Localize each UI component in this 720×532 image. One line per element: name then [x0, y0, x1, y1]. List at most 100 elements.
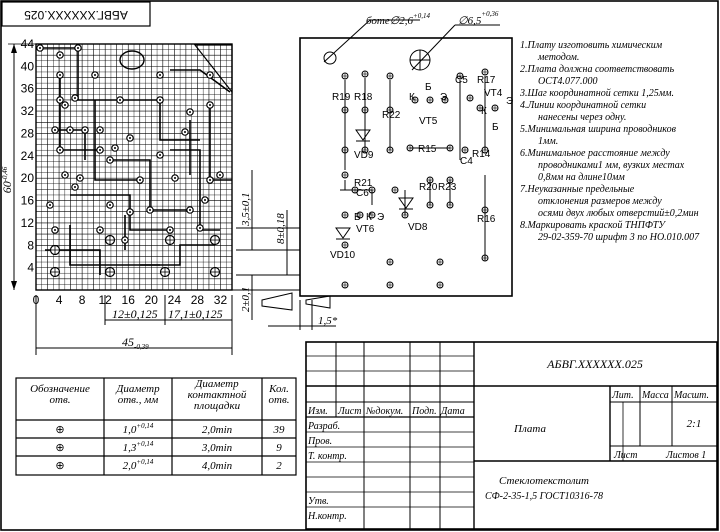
board-thickness — [261, 292, 336, 330]
note-line: 5.Минимальная ширина проводников — [520, 124, 677, 135]
x-tick-label: 4 — [56, 293, 63, 307]
note-line: проводниками1 мм, вузких местах — [538, 160, 685, 171]
component-ref-label: VD10 — [330, 250, 355, 261]
col-list: Лист — [337, 406, 361, 417]
table-cell-qty: 9 — [276, 442, 282, 454]
row-prov: Пров. — [307, 436, 332, 447]
component-ref-label: R20 — [419, 182, 438, 193]
dim-bottom — [35, 295, 233, 355]
component-ref-label: R15 — [418, 144, 437, 155]
table-header-cell: отв. — [50, 394, 71, 406]
title-block — [305, 341, 718, 530]
note-line: осями двух любых отверстий±0,2мин — [538, 208, 699, 219]
component-ref-label: Э — [440, 92, 447, 103]
component-ref-label: VD9 — [354, 150, 374, 161]
note-line: 1мм. — [538, 136, 558, 147]
table-header-cell: Обозначение — [30, 383, 90, 395]
technical-notes: 1.Плату изготовить химическимметодом.2.П… — [519, 40, 700, 243]
dim-3-5-text: 3,5±0,1 — [240, 192, 252, 227]
table-header-cell: Диаметр — [115, 383, 160, 395]
table-cell-diameter: 2,0+0,14 — [123, 458, 154, 472]
pcb-holes — [36, 44, 224, 278]
component-ref-label: R16 — [477, 214, 496, 225]
y-tick-label: 4 — [27, 261, 34, 275]
component-ref-label: К — [366, 212, 372, 223]
component-ref-label: R14 — [472, 149, 491, 160]
note-line: методом. — [537, 52, 579, 63]
component-ref-label: К — [481, 106, 487, 117]
material-line-2: СФ-2-35-1,5 ГОСТ10316-78 — [485, 491, 603, 502]
component-ref-label: R23 — [438, 182, 457, 193]
hole2-callout: ∅6,5+0,36 — [458, 10, 499, 27]
table-cell-pad: 2,0min — [202, 424, 233, 436]
sheet-label: Лист — [613, 450, 637, 461]
col-ndoc: №докум. — [365, 406, 403, 417]
y-tick-label: 28 — [21, 126, 35, 140]
note-line: ОСТ4.077.000 — [538, 76, 597, 87]
y-tick-label: 24 — [21, 149, 35, 163]
table-header-cell: Кол. — [268, 383, 289, 395]
note-line: отклонения размеров между — [538, 196, 662, 207]
hole1-callout: боте∅2,6+0,14 — [366, 12, 431, 27]
component-ref-label: VT5 — [419, 116, 438, 127]
y-tick-label: 16 — [21, 194, 35, 208]
component-ref-label: VT6 — [356, 224, 375, 235]
component-ref-label: Э — [506, 96, 513, 107]
component-ref-label: C5 — [455, 75, 468, 86]
x-tick-label: 16 — [122, 293, 136, 307]
note-line: 2.Плата должна соответствовать — [520, 64, 675, 75]
component-ref-label: VT4 — [484, 88, 503, 99]
note-line: 7.Неуказанные предельные — [520, 184, 635, 195]
component-board-outline — [299, 37, 513, 297]
note-line: 4.Линии координатной сетки — [520, 100, 646, 111]
note-line: 8.Маркировать краской ТНПФТУ — [520, 220, 666, 231]
y-tick-label: 20 — [21, 171, 35, 185]
massa-label: Масса — [641, 390, 669, 401]
component-ref-label: Б — [492, 122, 499, 133]
table-header-cell: контактной — [188, 389, 247, 401]
table-cell-diameter: 1,0+0,14 — [123, 422, 154, 436]
component-ref-label: R18 — [354, 92, 373, 103]
table-header-cell: Диаметр — [194, 378, 239, 390]
col-podp: Подп. — [411, 406, 437, 417]
part-name: Плата — [513, 423, 546, 435]
note-line: нанесены через одну. — [538, 112, 626, 123]
component-ref-label: C4 — [460, 156, 473, 167]
component-ref-label: Э — [377, 212, 384, 223]
dim-right — [232, 170, 300, 320]
dim-height: 60-0,46 — [0, 43, 40, 290]
pcb-outline — [35, 43, 233, 291]
note-line: 29-02-359-70 шрифт 3 по НО.010.007 — [538, 232, 700, 243]
hole-symbol: ⊕ — [55, 424, 64, 436]
table-cell-qty: 2 — [276, 460, 282, 472]
dim-height-text: 60-0,46 — [0, 166, 14, 193]
dim-2-text: 2±0,1 — [240, 287, 252, 312]
hole-symbol: ⊕ — [55, 442, 64, 454]
x-tick-label: 28 — [191, 293, 205, 307]
pcb-grid — [35, 43, 233, 291]
component-ref-label: VD8 — [408, 222, 428, 233]
note-line: 0,8мм на длине10мм — [538, 172, 625, 183]
dim-17-text: 17,1±0,125 — [168, 307, 223, 321]
x-tick-label: 32 — [214, 293, 228, 307]
note-line: 1.Плату изготовить химическим — [520, 40, 663, 51]
pcb-corner-cut — [193, 44, 233, 94]
component-ref-label: R17 — [477, 75, 496, 86]
component-ref-label: К — [409, 92, 415, 103]
pcb-mount-hole — [119, 50, 145, 70]
lit-label: Лит. — [611, 390, 634, 401]
holes-table — [15, 377, 297, 476]
y-tick-label: 32 — [21, 104, 35, 118]
component-ref-label: Б — [425, 82, 432, 93]
title-doc-code: АБВГ.XXXXXX.025 — [546, 357, 643, 371]
row-nkontr: Н.контр. — [307, 511, 347, 522]
rotated-doc-code-text: АБВГ.XXXXXX.025 — [24, 8, 128, 22]
row-razrab: Разраб. — [307, 421, 340, 432]
x-tick-label: 20 — [145, 293, 159, 307]
